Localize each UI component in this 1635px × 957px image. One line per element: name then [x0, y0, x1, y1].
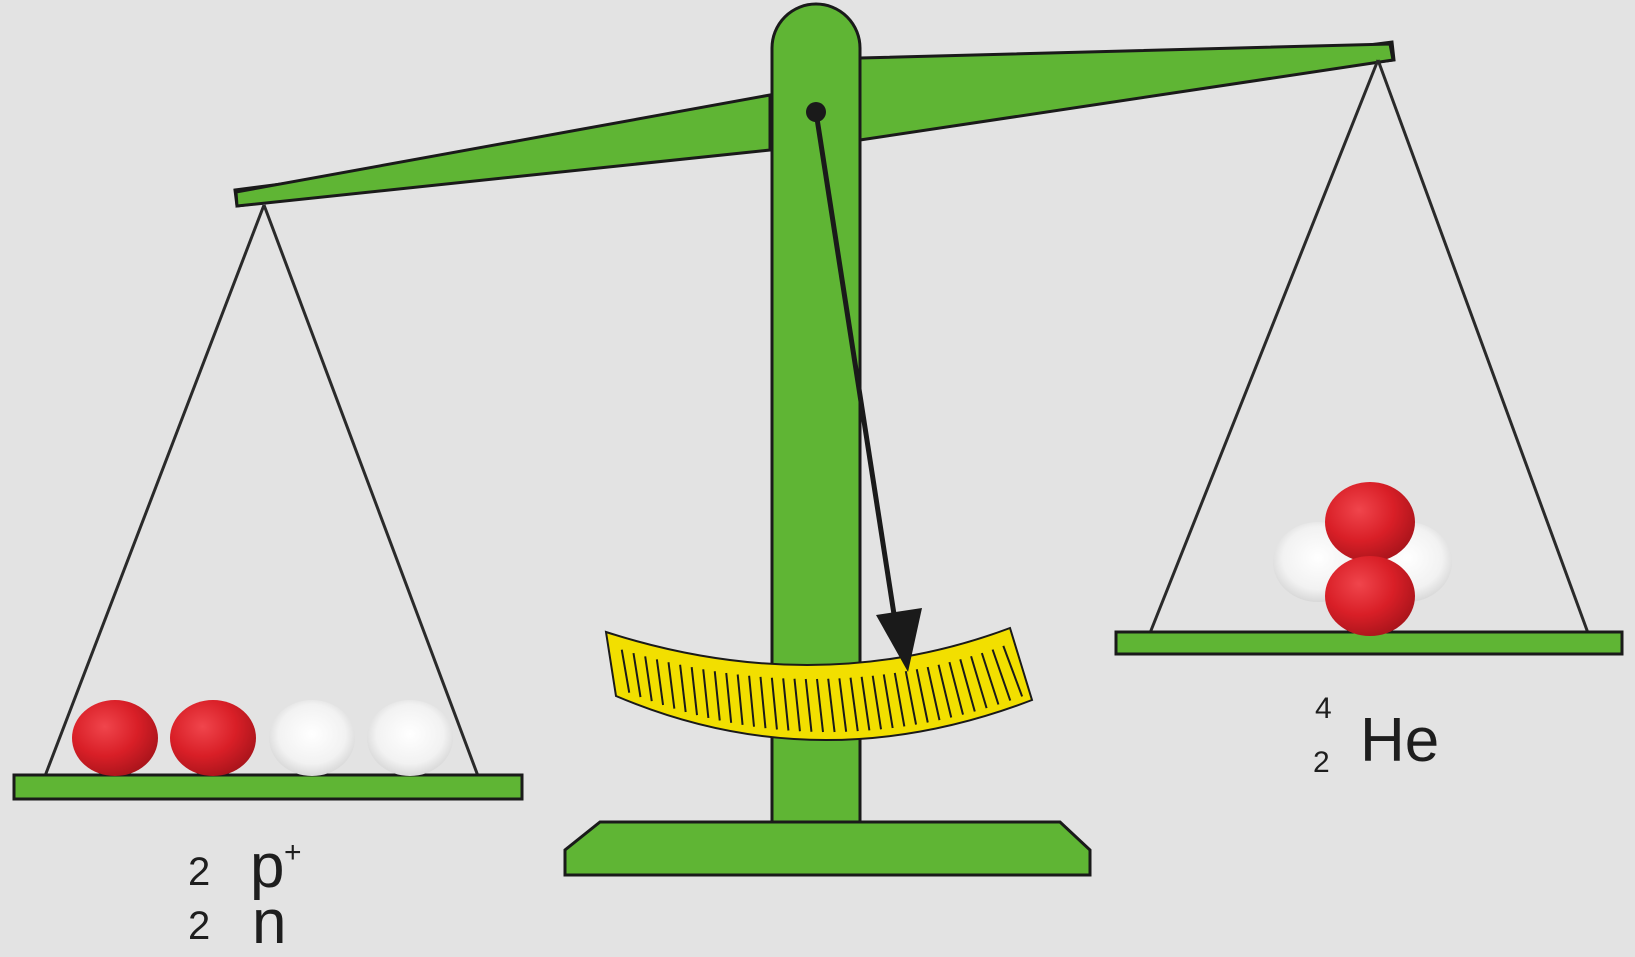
pivot-pin: [806, 102, 826, 122]
proton-particle: [1325, 556, 1415, 636]
proton-particle: [170, 700, 256, 776]
proton-particle: [72, 700, 158, 776]
proton-charge: +: [284, 838, 302, 868]
atomic-number: 2: [1313, 748, 1330, 778]
helium-nucleus: [1273, 482, 1452, 636]
neutron-symbol: n: [252, 892, 286, 954]
proton-count: 2: [188, 852, 210, 892]
left-pan-particles: [72, 700, 453, 776]
helium-symbol: He: [1360, 710, 1439, 772]
neutron-particle: [269, 700, 355, 776]
proton-particle: [1325, 482, 1415, 562]
neutron-count: 2: [188, 906, 210, 946]
mass-number: 4: [1315, 694, 1332, 724]
scale-base: [565, 822, 1090, 875]
neutron-particle: [367, 700, 453, 776]
